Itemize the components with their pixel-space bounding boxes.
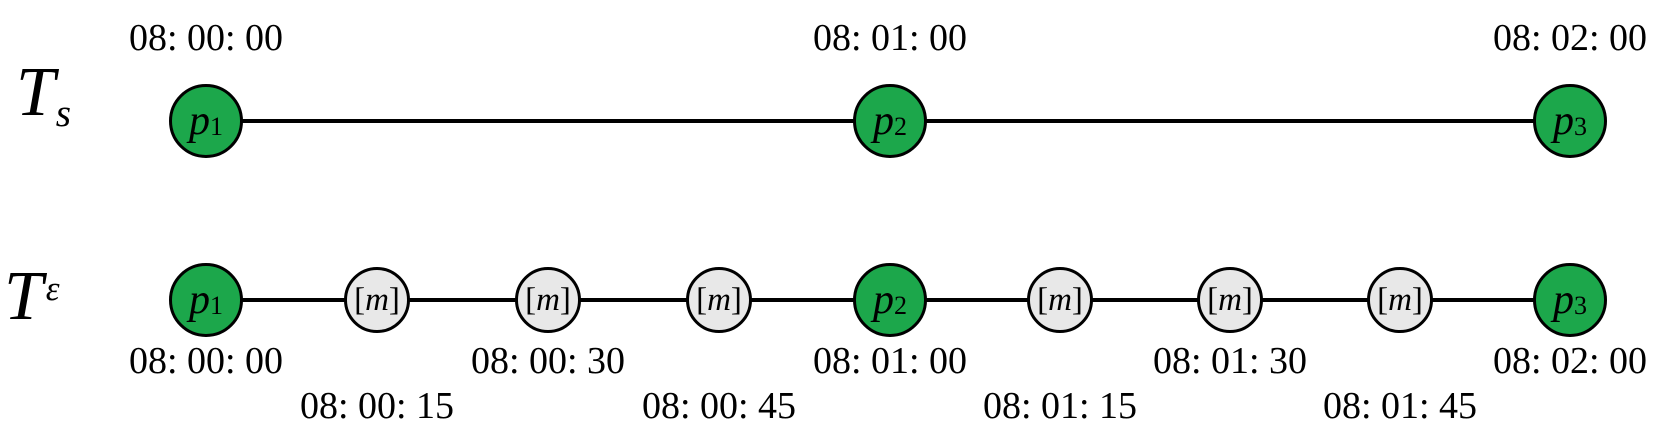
epsilon-timeline-label-main: T: [4, 258, 43, 335]
bracket-open: [: [525, 281, 537, 318]
epsilon-time-label-080115: 08: 01: 15: [982, 385, 1138, 427]
node-subscript: 1: [209, 290, 223, 320]
epsilon-time-label-080145: 08: 01: 45: [1322, 385, 1478, 427]
sparse-timeline-label-main: T: [16, 54, 55, 131]
bracket-close: ]: [559, 281, 571, 318]
node-letter: m: [707, 281, 731, 318]
merge-node-1: [m]: [344, 267, 410, 333]
node-letter: p: [872, 98, 894, 144]
bracket-open: [: [696, 281, 708, 318]
node-subscript: 3: [1573, 290, 1587, 320]
node-letter: m: [536, 281, 560, 318]
bracket-open: [: [1377, 281, 1389, 318]
epsilon-time-label-080015: 08: 00: 15: [299, 385, 455, 427]
epsilon-timeline-label: Tε: [4, 262, 60, 332]
node-subscript: 2: [893, 111, 907, 141]
merge-node-2: [m]: [515, 267, 581, 333]
node-letter: p: [188, 277, 210, 323]
bracket-close: ]: [388, 281, 400, 318]
merge-node-5: [m]: [1197, 267, 1263, 333]
epsilon-time-label-080200: 08: 02: 00: [1492, 340, 1648, 382]
merge-node-4: [m]: [1027, 267, 1093, 333]
node-letter: p: [188, 98, 210, 144]
merge-node-3: [m]: [686, 267, 752, 333]
node-letter: m: [1048, 281, 1072, 318]
node-letter: m: [365, 281, 389, 318]
epsilon-time-label-080130: 08: 01: 30: [1152, 340, 1308, 382]
sparse-timeline-label: Ts: [16, 58, 71, 135]
node-letter: m: [1388, 281, 1412, 318]
sparse-time-label-2: 08: 01: 00: [812, 17, 968, 59]
bracket-open: [: [1207, 281, 1219, 318]
bracket-close: ]: [1071, 281, 1083, 318]
sparse-time-label-3: 08: 02: 00: [1492, 17, 1648, 59]
epsilon-timeline-label-superscript: ε: [45, 268, 60, 308]
bracket-open: [: [354, 281, 366, 318]
node-subscript: 3: [1573, 111, 1587, 141]
merge-node-6: [m]: [1367, 267, 1433, 333]
sparse-time-label-1: 08: 00: 00: [128, 17, 284, 59]
node-subscript: 2: [893, 290, 907, 320]
bracket-close: ]: [1411, 281, 1423, 318]
epsilon-time-label-080030: 08: 00: 30: [470, 340, 626, 382]
node-subscript: 1: [209, 111, 223, 141]
bracket-close: ]: [1241, 281, 1253, 318]
node-letter: m: [1218, 281, 1242, 318]
epsilon-time-label-080000: 08: 00: 00: [128, 340, 284, 382]
epsilon-time-label-080100: 08: 01: 00: [812, 340, 968, 382]
node-letter: p: [1552, 277, 1574, 323]
node-letter: p: [872, 277, 894, 323]
bracket-open: [: [1037, 281, 1049, 318]
epsilon-time-label-080045: 08: 00: 45: [641, 385, 797, 427]
bracket-close: ]: [730, 281, 742, 318]
node-letter: p: [1552, 98, 1574, 144]
sparse-timeline-label-subscript: s: [55, 91, 71, 135]
